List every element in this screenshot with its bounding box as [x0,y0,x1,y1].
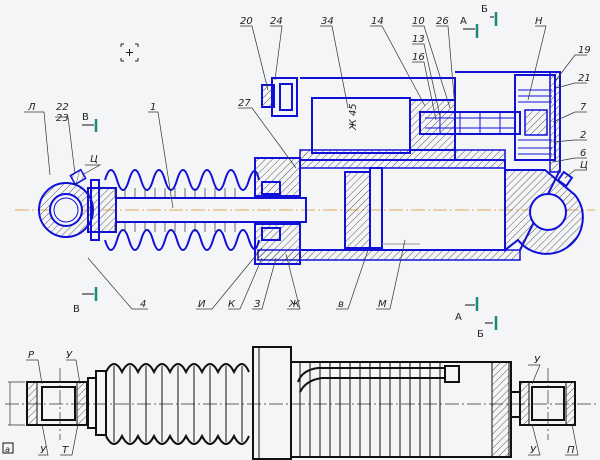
part-label: У [530,445,537,456]
part-label: Ж [288,299,301,310]
section-markers: В А Б В А Б [73,4,498,340]
part-label: А [460,16,467,27]
part-label: 4 [140,299,146,310]
part-label: В [82,112,89,123]
left-eye [38,168,94,238]
part-label: З [254,299,261,310]
part-label: 19 [578,45,591,56]
part-34 [311,97,411,154]
part-label: Н [535,16,543,27]
part-label: 1 [150,102,156,113]
part-label: а [5,445,10,454]
part-labels-lower: Р У У Т У У П [28,350,575,456]
part-label: Ц [580,160,588,171]
part-label: Б [481,4,488,15]
crosshair-icon [120,43,139,62]
part-label: 24 [270,16,283,27]
part-label: В [73,304,80,315]
part-label: А [455,312,462,323]
part-label: 7 [580,102,587,113]
part-label: И [198,299,206,310]
part-label: 10 [412,16,425,27]
part-label: Р [28,350,35,361]
part-label: 16 [412,52,425,63]
part-labels-upper: Л 22 23 Ц 1 20 24 27 34 14 10 13 16 26 Н… [27,16,591,310]
part-label: У [66,350,73,361]
part-label: 22 [56,102,69,113]
part-label: Б [477,329,484,340]
part-label: 21 [578,73,591,84]
part-label: М [378,299,387,310]
part-label: 6 [580,148,586,159]
part-label: Ц [90,154,98,165]
leader-lines [24,25,587,310]
part-label: 27 [238,98,251,109]
part-label: в [338,299,344,310]
part-label: У [40,445,47,456]
part-label: У [534,355,541,366]
part-label: Т [62,445,69,456]
part-label: Л [27,102,36,113]
part-label: 2 [580,130,586,141]
upper-section-view: Ж 45 [15,71,595,265]
part-label: 13 [412,34,425,45]
part-label: Ж 45 [348,103,359,131]
part-label: 23 [56,113,69,124]
part-label: 20 [240,16,253,27]
part-label: К [228,299,236,310]
lower-exterior-view: а [2,346,598,460]
part-label: 34 [321,16,334,27]
part-label: П [567,445,575,456]
part-label: 14 [371,16,384,27]
part-label: 26 [436,16,449,27]
